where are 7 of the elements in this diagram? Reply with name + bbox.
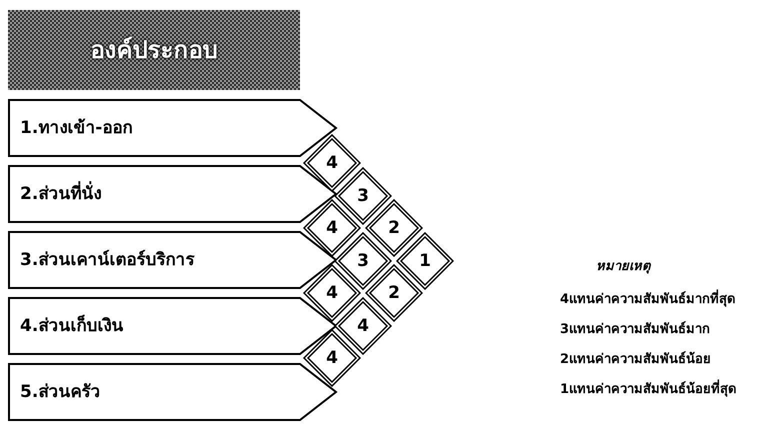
note-text: 1แทนค่าความสัมพันธ์น้อยที่สุด xyxy=(560,378,736,399)
title-banner: องค์ประกอบ xyxy=(8,10,300,90)
note-text: 3แทนค่าความสัมพันธ์มาก xyxy=(560,320,710,339)
note-text: 2แทนค่าความสัมพันธ์น้อย xyxy=(560,350,712,369)
rating-diamond: 4 xyxy=(303,329,361,387)
note-text: 4แทนค่าความสัมพันธ์มากที่สุด xyxy=(560,288,736,309)
note-heading: หมายเหตุ xyxy=(596,258,650,276)
